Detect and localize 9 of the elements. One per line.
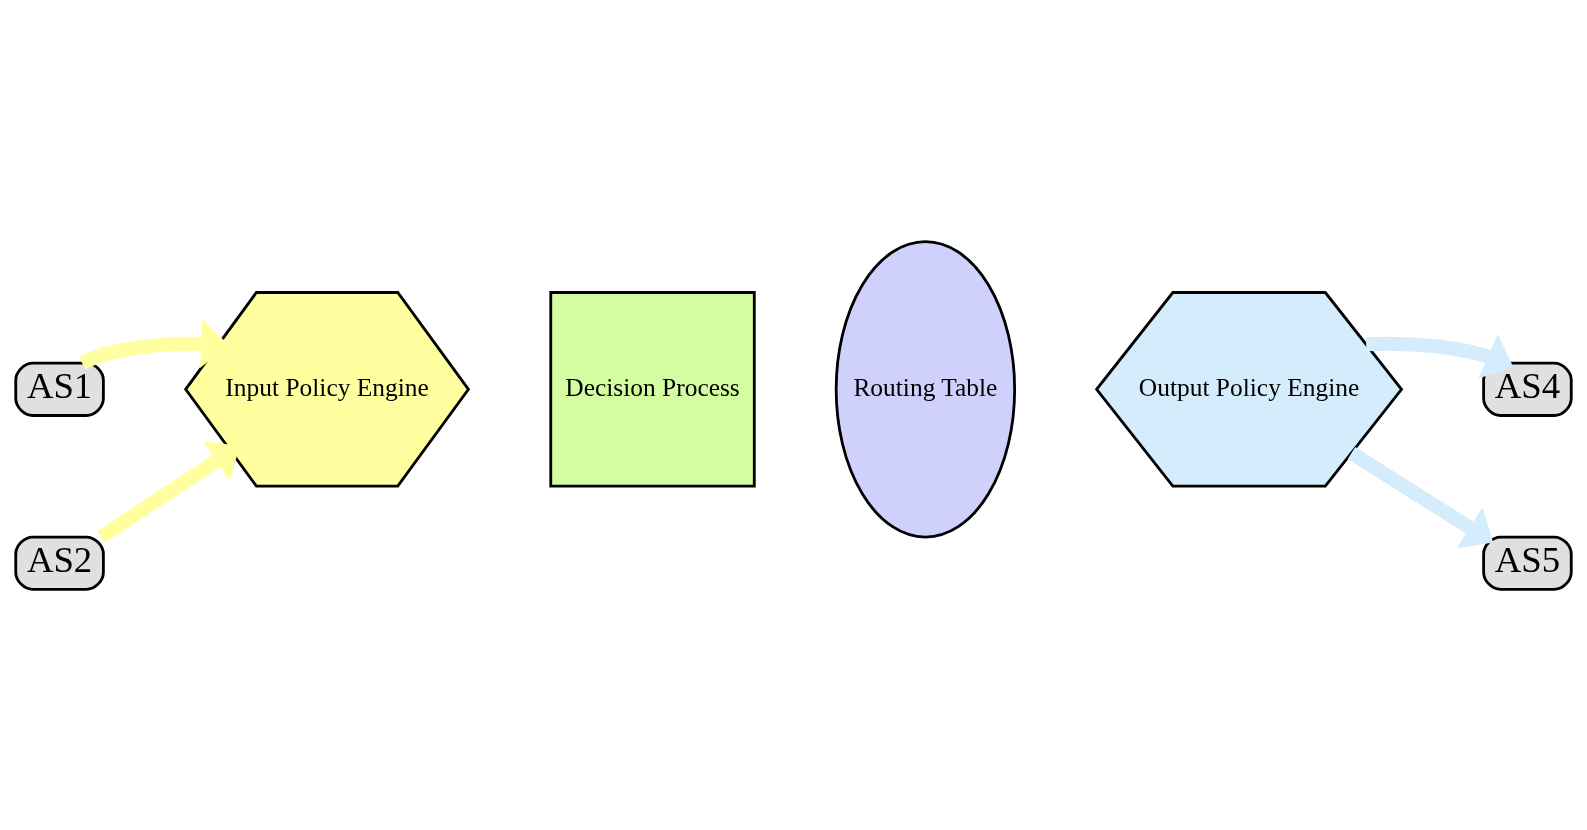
node-box: AS2 (14, 535, 105, 591)
node-box: Decision Process (549, 290, 756, 488)
arrow (1365, 333, 1514, 378)
node-ellipse: Routing Table (834, 239, 1017, 538)
node-box: AS1 (14, 361, 105, 417)
node-box: AS4 (1482, 361, 1573, 417)
node-box: AS5 (1482, 535, 1573, 591)
arrow (1347, 446, 1494, 548)
arrow (97, 440, 240, 543)
